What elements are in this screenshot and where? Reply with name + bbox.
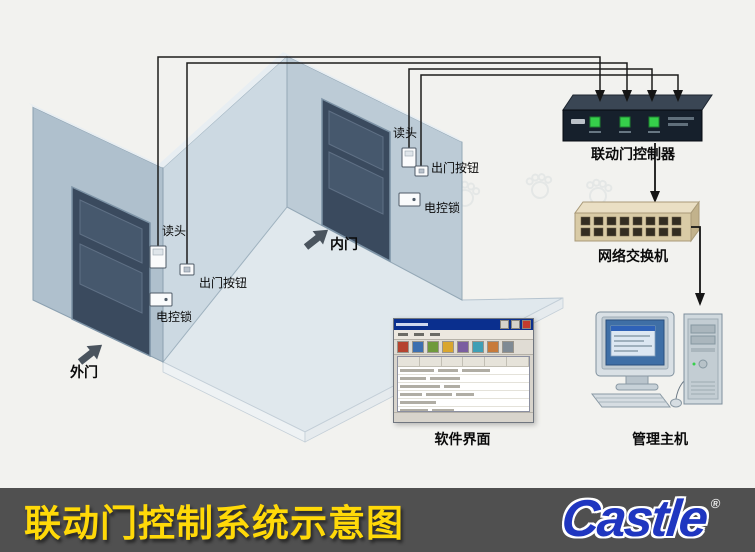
brand-logo: Castle® [559,489,722,549]
host-label: 管理主机 [632,431,688,447]
wiring [157,56,679,264]
toolbar-icon [442,341,454,353]
outer-exit-button-label: 出门按钮 [199,276,248,290]
outer-door-label: 外门 [70,364,98,380]
outer-door-arrow-icon [77,344,103,365]
software-title-text [396,323,428,326]
software-titlebar [394,319,533,330]
toolbar-icon [427,341,439,353]
inner-door [321,97,391,263]
controller-device [562,94,713,142]
toolbar-icon [412,341,424,353]
footer-bar: 联动门控制系统示意图 Castle® [0,488,755,552]
software-label: 软件界面 [434,431,491,447]
door-direction-arrows [77,229,329,365]
software-table [397,356,530,412]
toolbar-icon [502,341,514,353]
toolbar-icon [487,341,499,353]
toolbar-icon [457,341,469,353]
footer-title: 联动门控制系统示意图 [24,503,404,544]
close-icon [522,320,531,329]
outer-lock-label: 电控锁 [156,310,193,324]
computer [590,311,723,408]
registered-mark: ® [710,495,722,511]
inner-door-arrow-icon [303,229,329,250]
software-menubar [394,330,533,340]
maximize-icon [511,320,520,329]
keyboard [590,393,672,408]
scene-graphic [32,54,723,443]
toolbar-icon [472,341,484,353]
door-devices [149,147,429,307]
toolbar-icon [397,341,409,353]
inner-door-label: 内门 [330,236,358,252]
switch-device [574,200,700,243]
minimize-icon [500,320,509,329]
inner-exit-button-label: 出门按钮 [431,161,480,175]
outer-reader-label: 读头 [162,224,187,238]
outer-door [71,185,151,358]
switch-label: 网络交换机 [598,248,668,264]
mouse [670,398,682,408]
inner-lock-label: 电控锁 [424,201,461,215]
switch-to-host-arrow [691,226,705,306]
brand-logo-text: Castle [559,489,710,548]
inner-reader-label: 读头 [393,126,418,140]
outer-lock-device [149,292,173,307]
controller-to-switch-arrow [650,143,660,203]
software-statusbar [394,412,533,422]
software-toolbar [394,340,533,355]
wire-arrowheads [595,90,683,102]
controller-label: 联动门控制器 [591,146,675,162]
software-window [393,318,534,423]
inner-lock-device [398,192,421,207]
